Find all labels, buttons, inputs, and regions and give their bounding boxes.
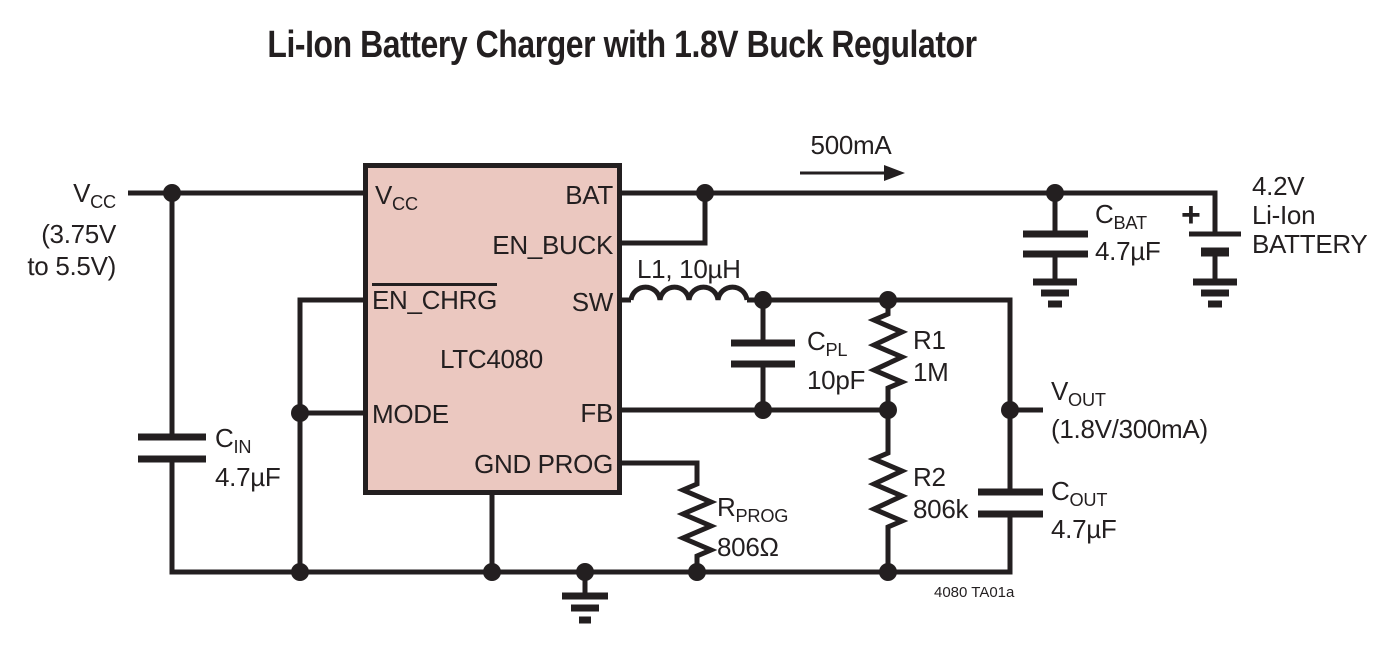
ic-pin-en-chrg: EN_CHRG	[372, 283, 498, 315]
junction-dot	[754, 291, 772, 309]
r2-label: R2 806k	[913, 461, 968, 525]
cbat-label: CBAT 4.7µF	[1095, 200, 1161, 265]
r2-ref: R2	[913, 462, 946, 492]
junction-dot	[483, 563, 501, 581]
capacitor-cout	[978, 488, 1043, 518]
rprog-ref: RPROG	[717, 492, 789, 527]
junction-dot	[1001, 401, 1019, 419]
battery-chemistry: Li-Ion	[1252, 200, 1316, 230]
junction-dot	[696, 184, 714, 202]
battery-name: BATTERY	[1252, 229, 1368, 259]
ic-pin-prog: PROG	[537, 449, 614, 479]
junction-dot	[291, 404, 309, 422]
resistor-r2	[867, 410, 909, 572]
vcc-input-range-line1: (3.75V	[41, 219, 116, 250]
schematic-title: Li-Ion Battery Charger with 1.8V Buck Re…	[267, 24, 977, 66]
cin-value: 4.7µF	[215, 462, 281, 493]
wire-bat	[622, 190, 1218, 232]
cpl-label: CPL 10pF	[807, 326, 865, 395]
junction-dot	[754, 401, 772, 419]
ic-pin-en-buck: EN_BUCK	[492, 230, 613, 260]
junction-dot	[879, 563, 897, 581]
junction-dot	[879, 291, 897, 309]
vout-label: VOUT (1.8V/300mA)	[1051, 377, 1208, 444]
current-arrow-head	[884, 165, 905, 181]
cpl-value: 10pF	[807, 365, 866, 396]
charge-current-label: 500mA	[810, 130, 892, 160]
junction-dots	[163, 184, 1064, 581]
ic-part-number: LTC4080	[440, 344, 543, 374]
wire-en-buck	[622, 193, 708, 246]
r1-ref: R1	[913, 325, 946, 355]
ic-pin-gnd: GND	[474, 449, 531, 479]
wire-vout-riser	[747, 297, 1013, 489]
r1-label: R1 1M	[913, 324, 949, 388]
resistor-r1	[867, 300, 909, 410]
junction-dot	[291, 563, 309, 581]
cbat-value: 4.7µF	[1095, 236, 1161, 267]
r1-value: 1M	[913, 357, 949, 387]
capacitor-cpl	[731, 339, 795, 368]
capacitor-cin	[138, 433, 206, 463]
capacitor-cbat	[1023, 230, 1088, 258]
ic-pin-vcc: VCC	[375, 180, 418, 215]
junction-dot	[879, 401, 897, 419]
junction-dot	[688, 563, 706, 581]
inductor-l1	[628, 284, 750, 301]
rprog-label: RPROG 806Ω	[717, 492, 788, 563]
cin-ref: CIN	[215, 423, 252, 458]
cout-label: COUT 4.7µF	[1051, 477, 1117, 544]
ground-symbol-battery	[1193, 278, 1237, 308]
junction-dot	[1046, 184, 1064, 202]
l1-label: L1, 10µH	[637, 254, 741, 284]
ic-pin-bat: BAT	[565, 180, 613, 210]
ground-symbol-cbat	[1033, 278, 1077, 308]
ic-body	[363, 163, 622, 495]
figure-id: 4080 TA01a	[934, 584, 1015, 601]
vout-name: VOUT	[1051, 376, 1106, 411]
vcc-input-name: VCC	[73, 178, 116, 213]
ic-pin-mode: MODE	[372, 399, 449, 429]
resistor-rprog	[622, 460, 718, 572]
r2-value: 806k	[913, 494, 969, 524]
ic-pin-sw: SW	[571, 287, 614, 317]
cpl-ref: CPL	[807, 326, 848, 361]
junction-dot	[576, 563, 594, 581]
rprog-value: 806Ω	[717, 532, 779, 563]
vout-spec: (1.8V/300mA)	[1051, 414, 1208, 445]
battery-voltage: 4.2V	[1252, 171, 1305, 201]
junction-dot	[163, 184, 181, 202]
battery-plus-sign: +	[1181, 196, 1201, 234]
ic-pin-fb: FB	[580, 398, 613, 428]
vcc-input-label: VCC (3.75V to 5.5V)	[27, 177, 116, 282]
vcc-input-range-line2: to 5.5V)	[27, 251, 116, 282]
ground-symbol-main	[562, 592, 608, 624]
cout-value: 4.7µF	[1051, 514, 1117, 545]
cin-label: CIN 4.7µF	[215, 423, 281, 492]
wire-en-chrg	[297, 297, 363, 572]
battery-label: 4.2V Li-Ion BATTERY	[1252, 171, 1368, 259]
cout-ref: COUT	[1051, 476, 1108, 511]
cbat-ref: CBAT	[1095, 199, 1147, 234]
